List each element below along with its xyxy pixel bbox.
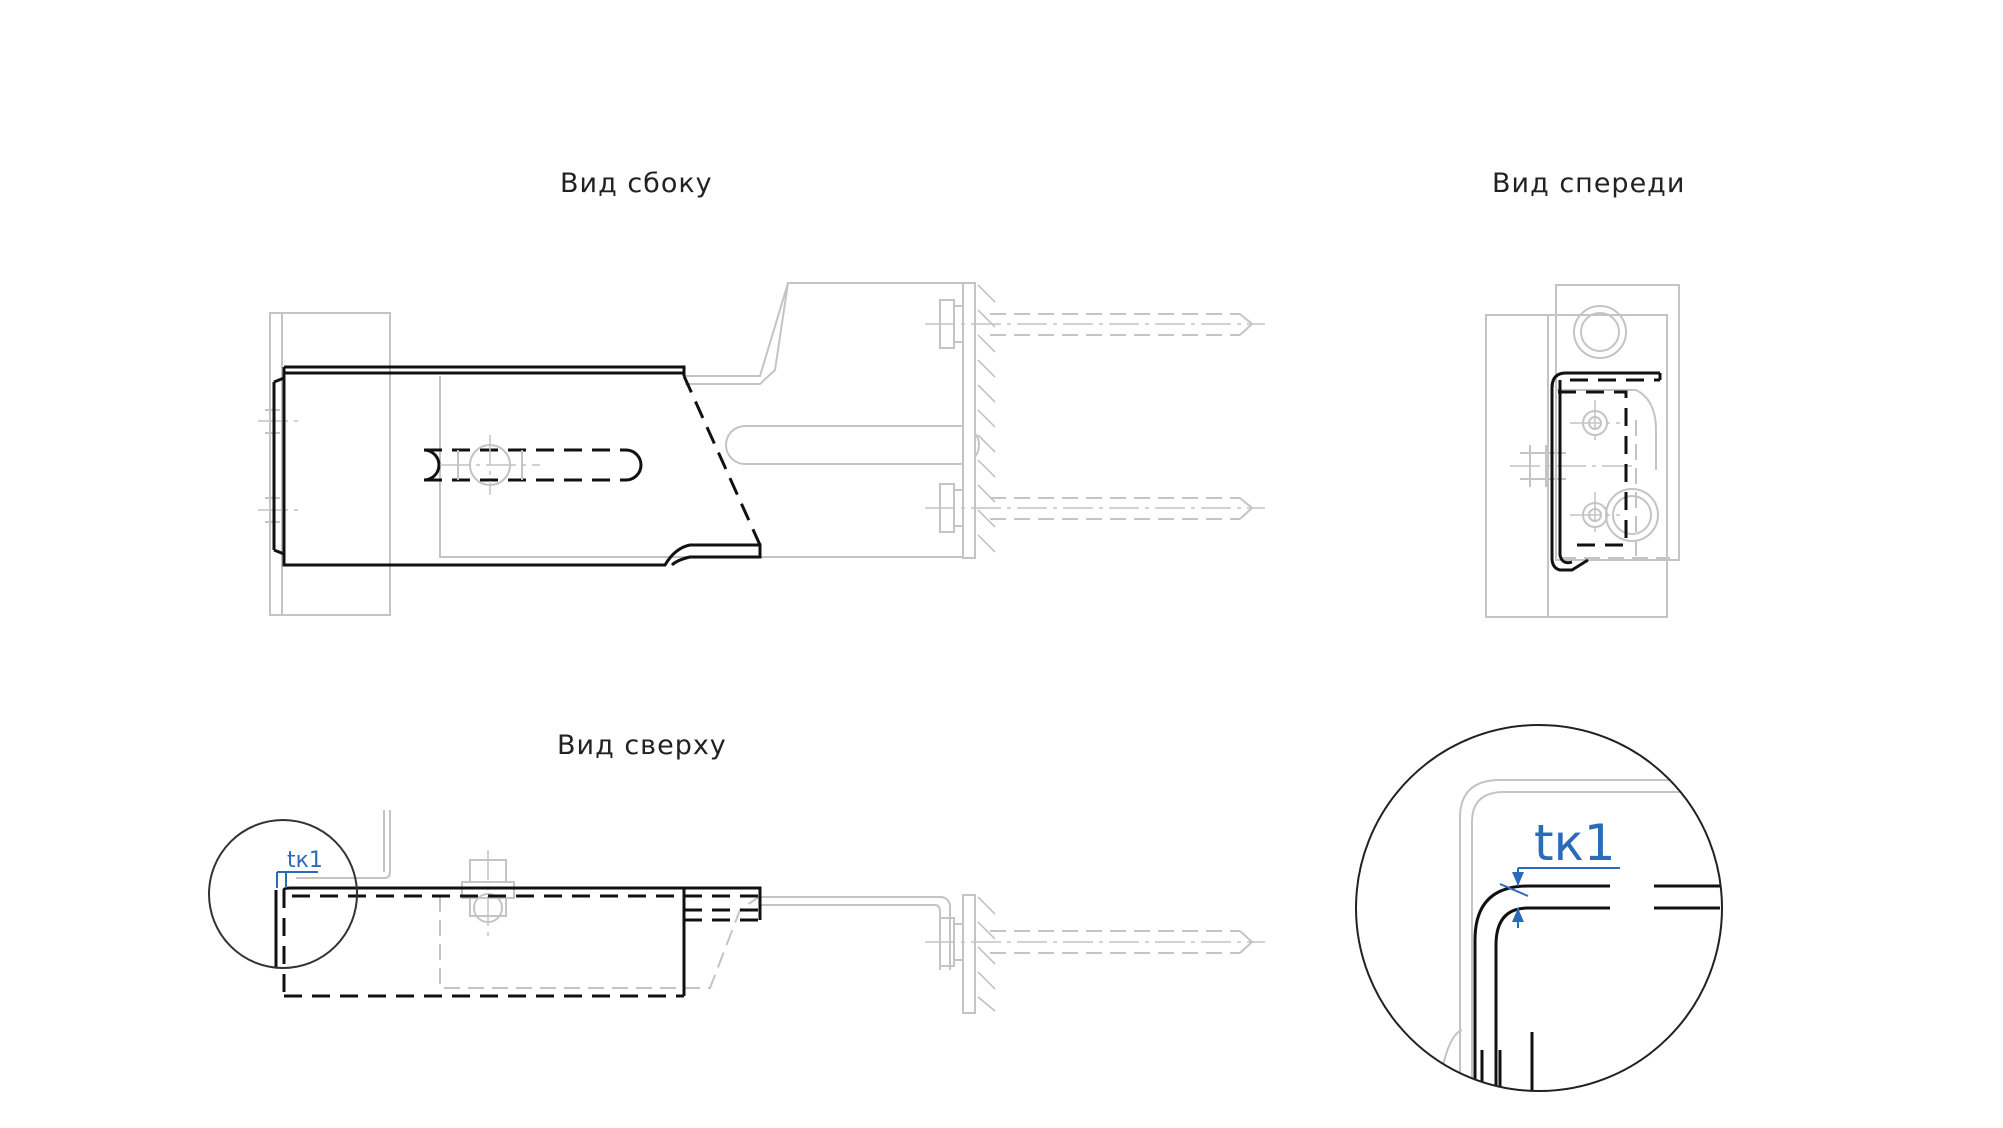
front-washer-upper xyxy=(1570,400,1620,446)
top-view: tк1 xyxy=(208,810,1265,1014)
enlarged-detail: tк1 xyxy=(1355,724,1723,1092)
side-view xyxy=(258,282,1265,616)
front-washer-lower xyxy=(1570,492,1620,538)
detail-circle xyxy=(1355,724,1723,1092)
wall-plate-outline xyxy=(269,312,391,616)
anchor-bolt-lower xyxy=(925,483,1265,533)
front-wall-plate xyxy=(1485,314,1668,618)
anchor-head-upper xyxy=(1573,305,1627,359)
wall-hatch xyxy=(977,284,996,553)
anchor-bolt-upper xyxy=(925,299,1265,349)
top-view-title: Вид сверху xyxy=(557,730,727,761)
small-thickness-dimension: tк1 xyxy=(276,848,323,888)
background-bracket xyxy=(439,376,970,558)
front-view xyxy=(1485,284,1680,618)
top-wall-hatch xyxy=(977,896,996,1012)
front-main-profile xyxy=(1550,371,1662,572)
front-view-title: Вид спереди xyxy=(1492,168,1686,199)
top-main-bracket xyxy=(274,886,762,998)
side-view-title: Вид сбоку xyxy=(560,168,713,199)
top-nut xyxy=(461,850,515,936)
detail-callout-circle xyxy=(208,819,358,969)
main-bracket xyxy=(272,365,762,567)
top-anchor xyxy=(925,917,1265,967)
detail-thickness-label: tк1 xyxy=(1534,814,1616,872)
small-thickness-label: tк1 xyxy=(287,848,323,873)
